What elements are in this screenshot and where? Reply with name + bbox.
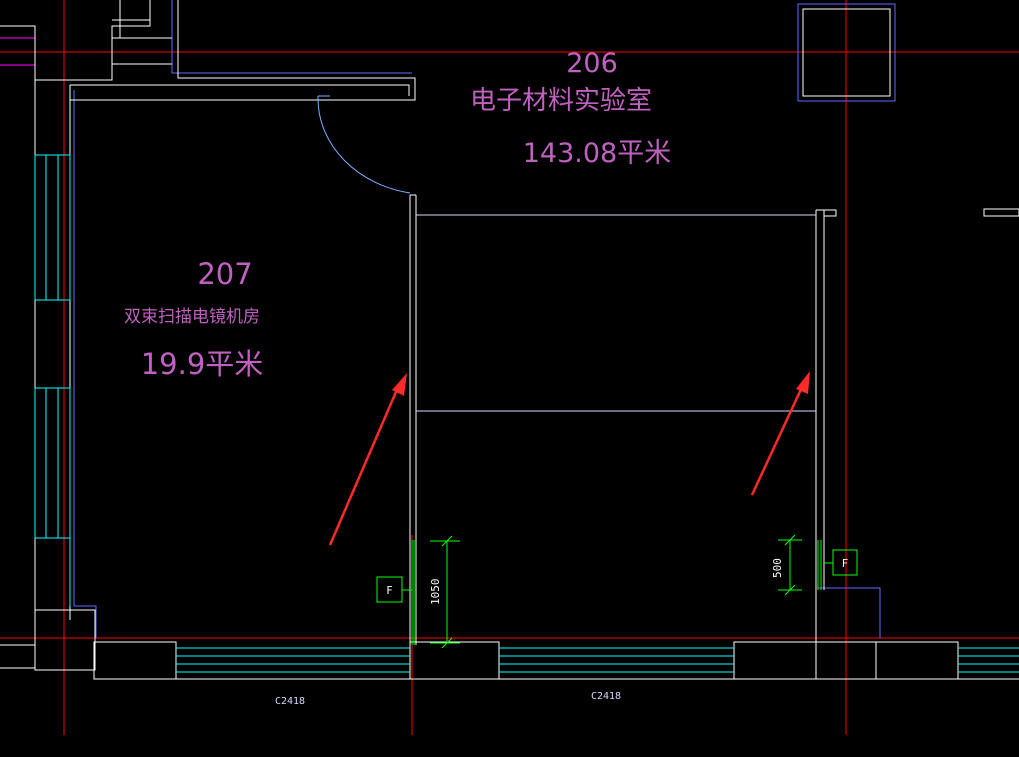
dimension-1050 <box>402 535 460 649</box>
bench-lines <box>416 214 816 412</box>
door-swing <box>317 95 411 194</box>
room-206-area: 143.08平米 <box>523 138 671 169</box>
window-label-left: C2418 <box>275 696 305 707</box>
room-207-area: 19.9平米 <box>141 347 264 381</box>
fixture-tag-left-text: F <box>386 584 392 597</box>
room-206-name: 电子材料实验室 <box>470 86 652 116</box>
axis-grid <box>0 0 1019 735</box>
room-207-number: 207 <box>197 257 252 291</box>
fixture-tag-left[interactable]: F <box>376 576 403 603</box>
blue-outlines <box>73 0 896 638</box>
red-arrow-icon <box>328 373 407 546</box>
walls <box>0 0 1019 680</box>
windows-left <box>34 154 71 606</box>
red-arrow-icon <box>750 371 810 496</box>
fixture-tag-right-text: F <box>842 557 848 570</box>
room-206-number: 206 <box>566 48 618 79</box>
dimension-500 <box>778 534 833 596</box>
window-label-right: C2418 <box>591 691 621 702</box>
windows-bottom <box>176 647 1019 673</box>
dimension-1050-value: 1050 <box>429 579 442 606</box>
room-207-name: 双束扫描电镜机房 <box>124 307 260 327</box>
dimension-500-value: 500 <box>771 558 784 578</box>
fixture-tag-right[interactable]: F <box>832 549 858 576</box>
